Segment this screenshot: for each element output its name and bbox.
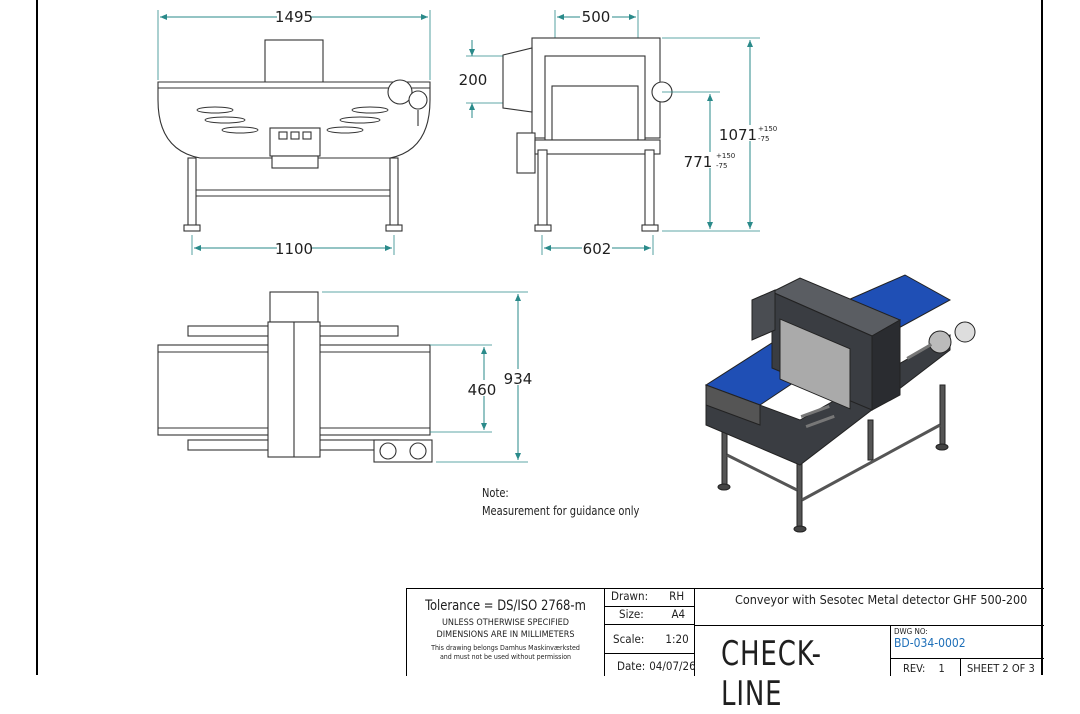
scale-value: 1:20: [665, 632, 689, 646]
size-label: Size:: [619, 607, 644, 621]
sheet-cell: SHEET 2 OF 3: [961, 659, 1044, 676]
dim-height-belt-tol-plus: +150: [716, 152, 735, 160]
date-value: 04/07/26: [649, 659, 696, 673]
note-label: Note:: [482, 485, 509, 500]
drawing-note: Note: Measurement for guidance only: [482, 484, 639, 520]
drawing-sheet: 1495 1100: [36, 0, 1044, 714]
dim-height-belt-tol-minus: -75: [716, 162, 727, 170]
tolerance-cell: Tolerance = DS/ISO 2768-m UNLESS OTHERWI…: [407, 589, 605, 676]
dim-height-total-tol-plus: +150: [758, 125, 777, 133]
title-block: Tolerance = DS/ISO 2768-m UNLESS OTHERWI…: [406, 588, 1044, 714]
rev-value: 1: [938, 662, 945, 675]
tolerance-text: Tolerance = DS/ISO 2768-m: [425, 598, 586, 614]
technical-drawing: 1495 1100: [157, 8, 976, 533]
front-view: [157, 10, 431, 255]
date-label: Date:: [617, 659, 646, 673]
side-view: [466, 10, 760, 255]
top-view: [157, 291, 528, 463]
sheet-border-right: [1041, 0, 1043, 675]
company-logo: CHECK-LINE: [721, 634, 822, 714]
meta-column: Drawn: RH Size: A4 Scale: 1:20 Date: 04/…: [605, 589, 696, 676]
dim-height-total: 1071: [719, 126, 757, 144]
unless-line-2: DIMENSIONS ARE IN MILLIMETERS: [436, 630, 575, 640]
isometric-view: [704, 274, 976, 533]
dim-belt-width: 460: [468, 381, 497, 399]
dim-depth: 602: [583, 240, 612, 258]
dwg-cell: DWG NO: BD-034-0002: [891, 626, 1044, 659]
sheet-border-left: [36, 0, 38, 675]
ownership-line-2: and must not be used without permission: [439, 653, 572, 661]
unless-line-1: UNLESS OTHERWISE SPECIFIED: [441, 618, 570, 628]
ownership-line-1: This drawing belongs Damhus Maskinværkst…: [431, 644, 580, 652]
logo-cell: CHECK-LINE: [695, 626, 891, 714]
drawing-description: Conveyor with Sesotec Metal detector GHF…: [735, 592, 1028, 607]
rev-cell: REV: 1: [891, 659, 961, 676]
dim-aperture-height: 200: [459, 71, 488, 89]
sheet-number: SHEET 2 OF 3: [967, 662, 1035, 675]
dim-height-belt: 771: [684, 153, 713, 171]
dim-overall-width: 1495: [275, 8, 313, 26]
drawn-value: RH: [669, 589, 685, 603]
dwg-number: BD-034-0002: [894, 636, 966, 650]
drawn-label: Drawn:: [611, 589, 649, 603]
note-text: Measurement for guidance only: [482, 503, 640, 518]
size-value: A4: [671, 607, 686, 621]
scale-label: Scale:: [613, 632, 645, 646]
dim-aperture-width: 500: [582, 8, 611, 26]
description-cell: Conveyor with Sesotec Metal detector GHF…: [695, 589, 1044, 626]
dwg-label: DWG NO:: [894, 627, 928, 636]
rev-label: REV:: [903, 662, 926, 675]
dim-height-total-tol-minus: -75: [758, 135, 769, 143]
dim-overall-depth: 934: [504, 370, 533, 388]
dim-leg-span: 1100: [275, 240, 313, 258]
